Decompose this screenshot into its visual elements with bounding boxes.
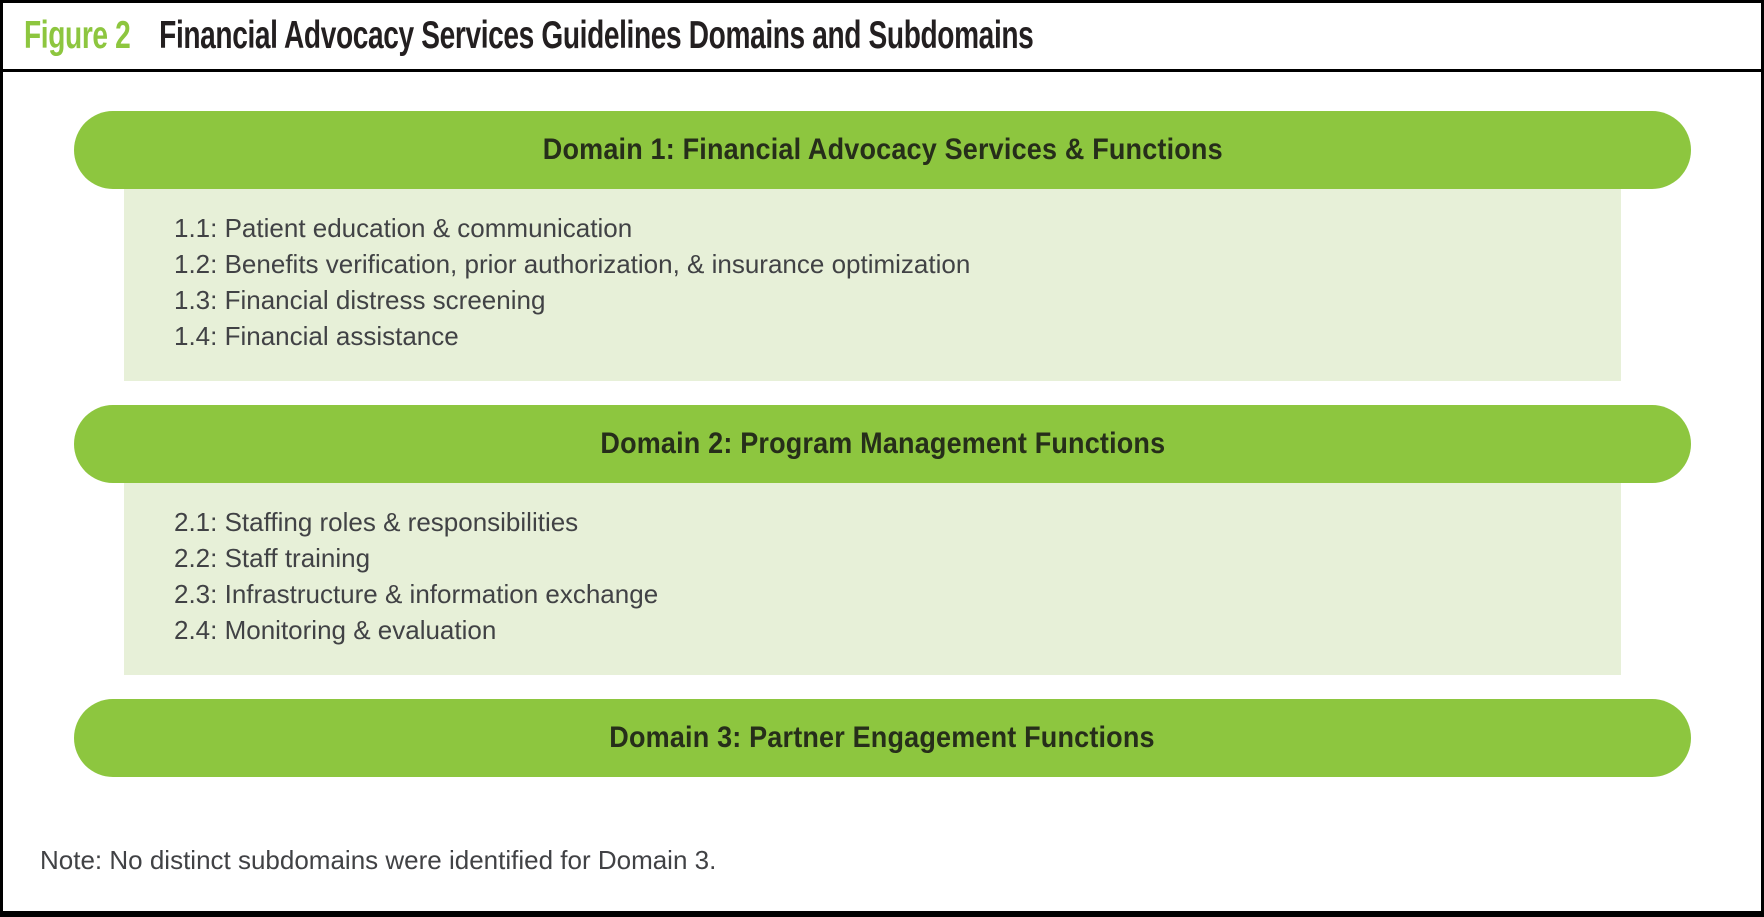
- domain-1-title: Domain 1: Financial Advocacy Services & …: [542, 133, 1223, 166]
- subdomain-item-1-4: 1.4: Financial assistance: [174, 321, 459, 351]
- domain-3-header-pill: Domain 3: Partner Engagement Functions: [74, 699, 1691, 777]
- figure-note: Note: No distinct subdomains were identi…: [40, 845, 717, 875]
- domain-2-header-pill: Domain 2: Program Management Functions: [74, 405, 1691, 483]
- subdomain-item-2-2: 2.2: Staff training: [174, 543, 371, 573]
- domain-2-subdomain-list: 2.1: Staffing roles & responsibilities 2…: [124, 483, 1621, 675]
- subdomain-item-2-1: 2.1: Staffing roles & responsibilities: [174, 507, 579, 537]
- subdomain-item-1-2: 1.2: Benefits verification, prior author…: [174, 249, 971, 279]
- domain-1-subdomain-list: 1.1: Patient education & communication 1…: [124, 189, 1621, 381]
- domain-3-title: Domain 3: Partner Engagement Functions: [609, 721, 1156, 754]
- domain-3-section: Domain 3: Partner Engagement Functions: [3, 699, 1761, 777]
- subdomain-item-2-3: 2.3: Infrastructure & information exchan…: [174, 579, 659, 609]
- figure-title: Financial Advocacy Services Guidelines D…: [159, 14, 1034, 57]
- subdomain-item-1-3: 1.3: Financial distress screening: [174, 285, 546, 315]
- domain-1-header-pill: Domain 1: Financial Advocacy Services & …: [74, 111, 1691, 189]
- domain-2-title: Domain 2: Program Management Functions: [600, 427, 1165, 460]
- figure-header: Figure 2 Financial Advocacy Services Guid…: [3, 3, 1761, 72]
- subdomain-item-2-4: 2.4: Monitoring & evaluation: [174, 615, 497, 645]
- figure-title-line: Figure 2 Financial Advocacy Services Guid…: [24, 14, 1034, 58]
- domain-2-section: Domain 2: Program Management Functions 2…: [3, 405, 1761, 675]
- subdomain-item-1-1: 1.1: Patient education & communication: [174, 213, 633, 243]
- figure-number-label: Figure 2: [24, 14, 131, 57]
- domain-1-section: Domain 1: Financial Advocacy Services & …: [3, 111, 1761, 381]
